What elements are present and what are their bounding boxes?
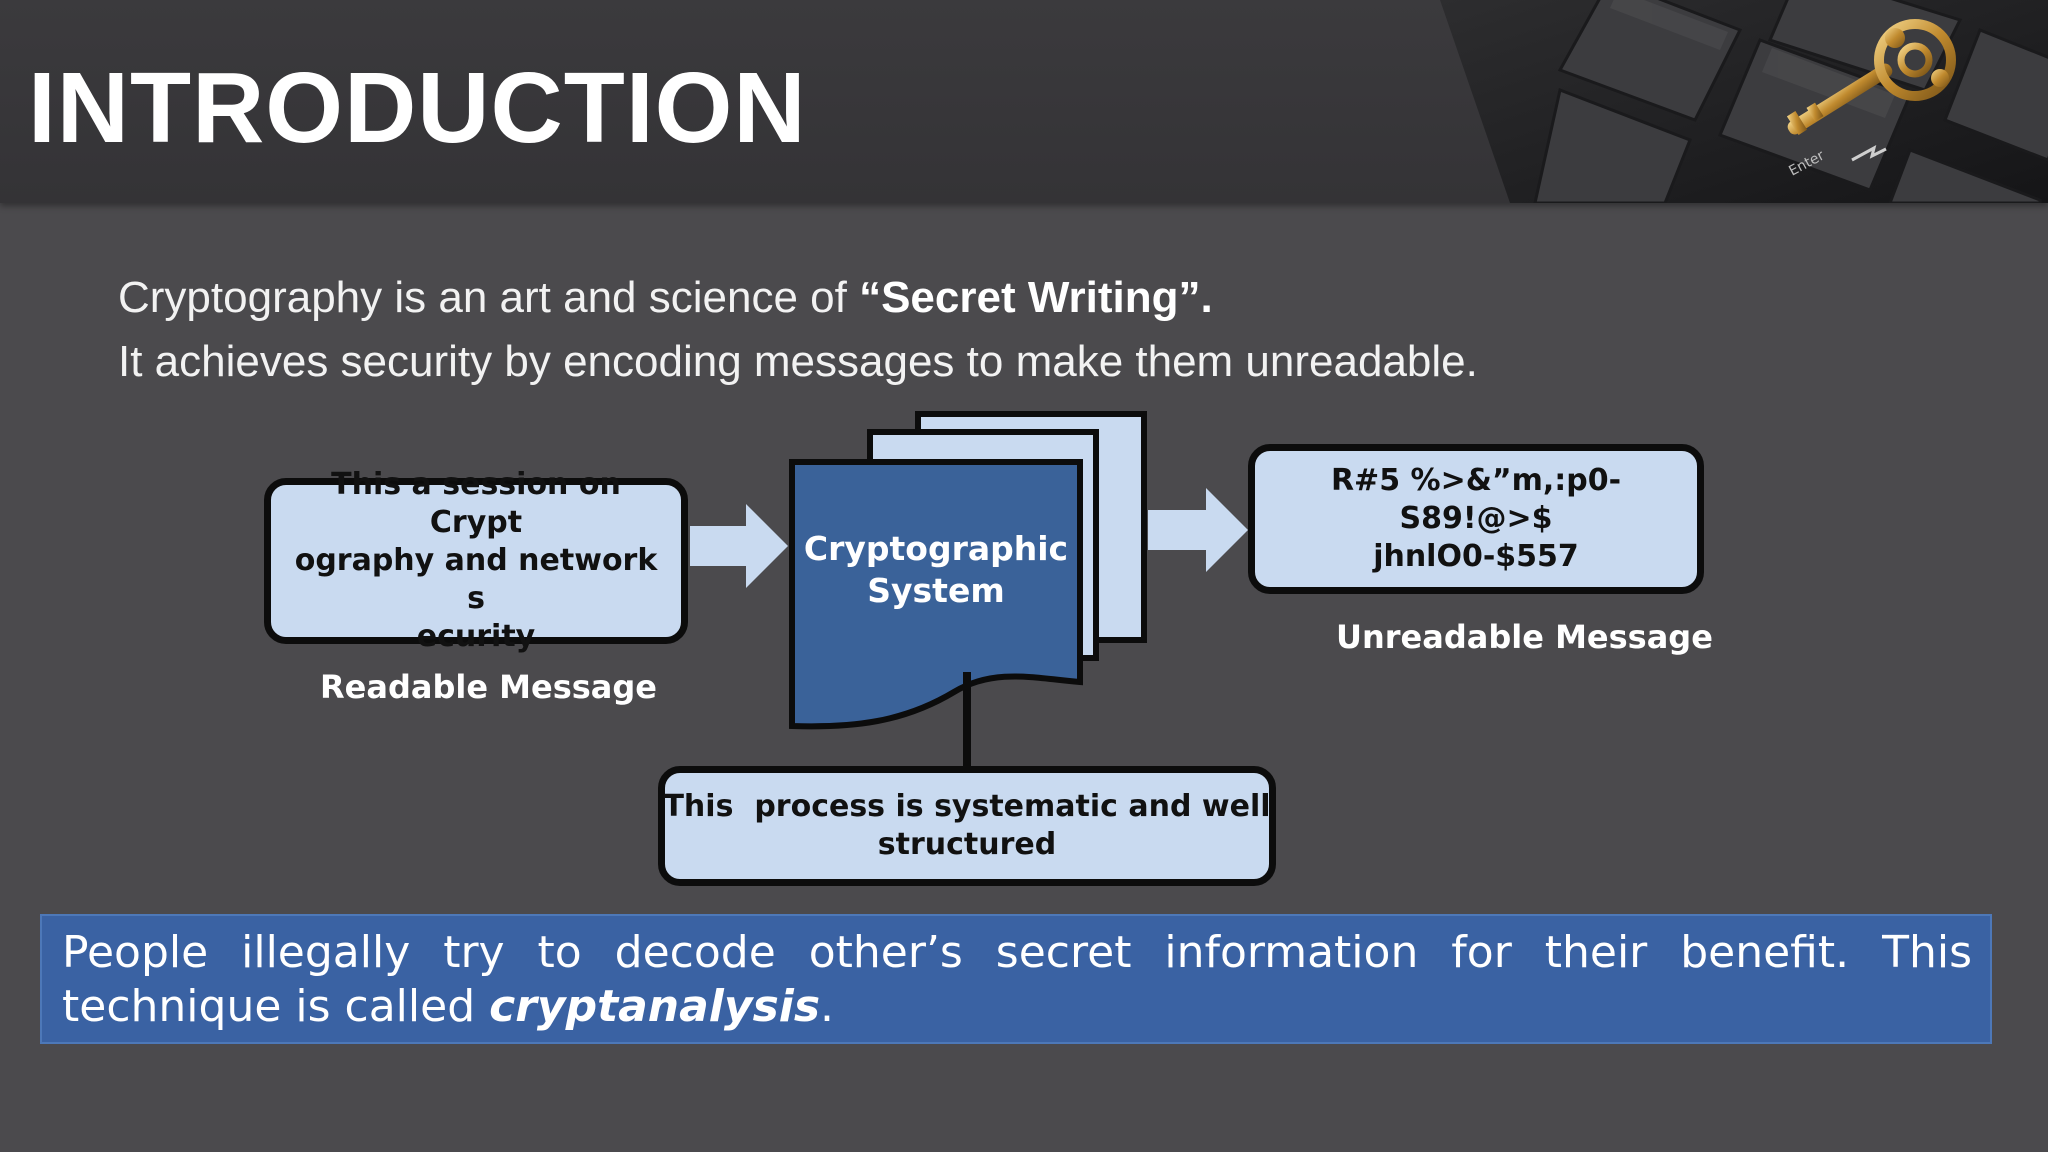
- system-line-1: Cryptographic: [803, 529, 1069, 568]
- banner-end: .: [820, 981, 835, 1032]
- process-note-box: This process is systematic and well stru…: [658, 766, 1276, 886]
- keyboard-key-photo-icon: Enter: [1440, 0, 2048, 203]
- readable-message-caption: Readable Message: [320, 668, 657, 706]
- connector-line: [963, 672, 971, 772]
- intro-line-1-bold: “Secret Writing”.: [859, 273, 1213, 322]
- right-arrow-icon: [1148, 488, 1248, 572]
- right-arrow-icon: [690, 504, 788, 588]
- intro-line-1-prefix: Cryptography is an art and science of: [118, 273, 860, 322]
- intro-line-2: It achieves security by encoding message…: [118, 337, 1478, 386]
- process-line-2: structured: [877, 827, 1057, 862]
- cipher-line-2: jhnlO0-$557: [1373, 539, 1579, 574]
- readable-text-line-1: This a session on Crypt: [331, 467, 621, 540]
- banner-emphasis: cryptanalysis: [489, 981, 821, 1032]
- intro-line-1: Cryptography is an art and science of “S…: [118, 266, 1478, 330]
- cryptographic-system-shape: [789, 411, 1147, 730]
- cryptanalysis-banner: People illegally try to decode other’s s…: [40, 914, 1992, 1044]
- intro-text: Cryptography is an art and science of “S…: [118, 266, 1478, 394]
- readable-text-line-2: ography and network s: [294, 543, 658, 616]
- process-line-1: This process is systematic and well: [663, 789, 1271, 824]
- cryptographic-system-label: Cryptographic System: [796, 528, 1076, 612]
- banner-text: People illegally try to decode other’s s…: [62, 927, 1972, 1032]
- unreadable-message-box: R#5 %>&”m,:p0-S89!@>$ jhnlO0-$557: [1248, 444, 1704, 594]
- readable-text-line-3: ecurity: [416, 619, 536, 654]
- system-line-2: System: [867, 571, 1005, 610]
- readable-message-box: This a session on Crypt ography and netw…: [264, 467, 688, 654]
- slide-title: INTRODUCTION: [28, 52, 807, 164]
- unreadable-message-caption: Unreadable Message: [1336, 618, 1713, 656]
- cipher-line-1: R#5 %>&”m,:p0-S89!@>$: [1330, 463, 1622, 536]
